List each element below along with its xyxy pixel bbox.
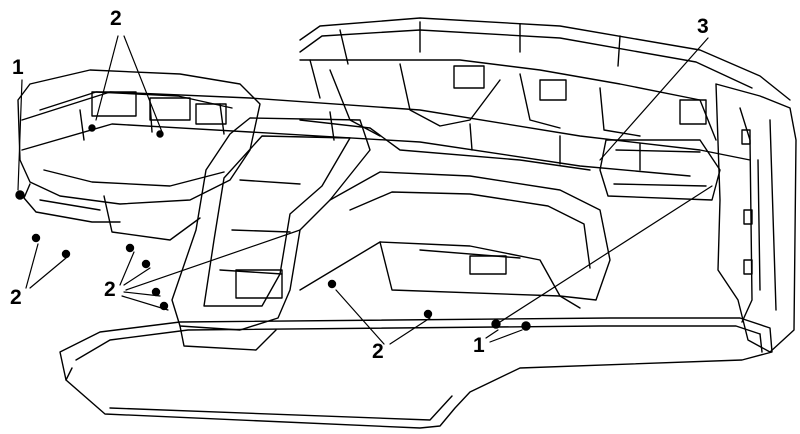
left-panel-frame <box>17 69 261 241</box>
callout-2-bottom: 2 <box>372 340 384 363</box>
callout-2-console: 2 <box>104 278 116 301</box>
leader-lines <box>17 35 713 345</box>
cross-car-beam <box>21 91 751 177</box>
callout-1-bottom: 1 <box>473 334 485 357</box>
callout-3: 3 <box>697 15 709 38</box>
floor-pan <box>59 317 773 429</box>
fasteners <box>15 124 531 331</box>
side-panel-right <box>715 83 797 353</box>
upper-duct-assembly <box>299 59 721 201</box>
cowl-top <box>299 17 791 101</box>
callout-2-left: 2 <box>10 286 22 309</box>
callout-2-top: 2 <box>110 7 122 30</box>
callout-1-top-left: 1 <box>12 56 24 79</box>
right-lower-bracket <box>299 171 611 309</box>
center-console-support <box>171 117 591 351</box>
